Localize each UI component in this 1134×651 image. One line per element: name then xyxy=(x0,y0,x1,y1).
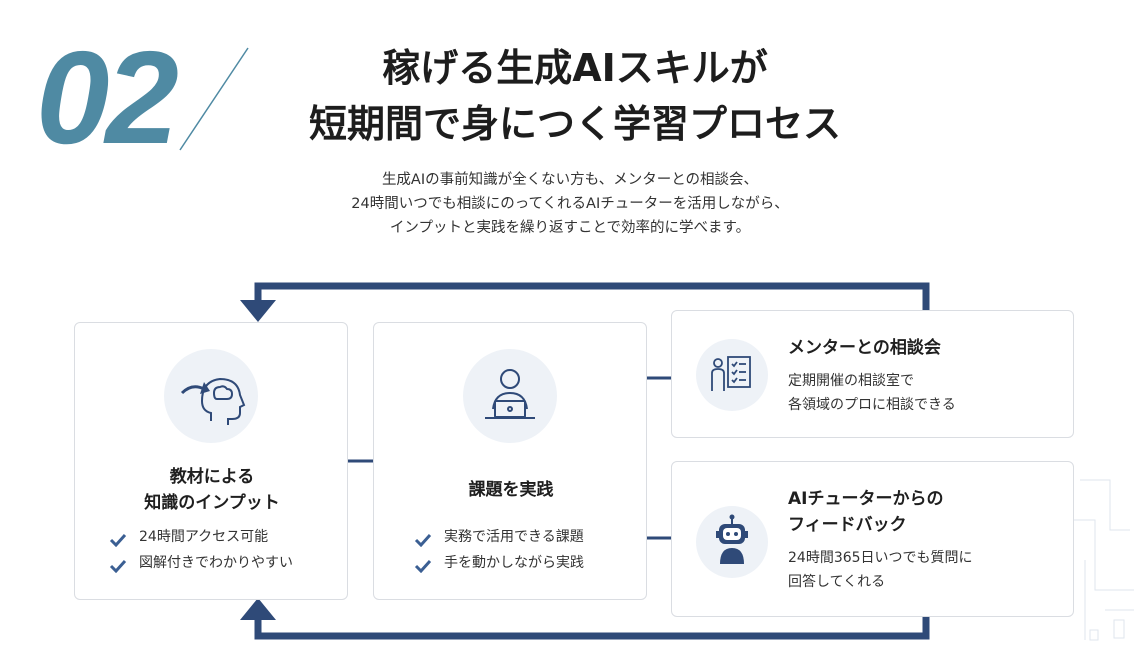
lead-text: 生成AIの事前知識が全くない方も、メンターとの相談会、 24時間いつでも相談にの… xyxy=(270,168,870,240)
card-input-title-line-1: 教材による xyxy=(169,467,255,487)
card-mentor-title: メンターとの相談会 xyxy=(788,338,941,358)
page-title: 稼げる生成AIスキルが 短期間で身につく学習プロセス xyxy=(200,40,950,152)
list-item: 実務で活用できる課題 xyxy=(414,524,584,550)
check-icon xyxy=(109,556,127,574)
card-input-checklist: 24時間アクセス可能 図解付きでわかりやすい xyxy=(109,524,293,576)
card-mentor-desc: 定期開催の相談室で 各領域のプロに相談できる xyxy=(788,369,956,417)
card-ai-tutor-desc: 24時間365日いつでも質問に 回答してくれる xyxy=(788,546,973,594)
check-icon xyxy=(414,556,432,574)
circuit-decoration xyxy=(1070,479,1134,641)
card-practice-title: 課題を実践 xyxy=(468,480,554,500)
card-ai-tutor-title-line-2: フィードバック xyxy=(788,515,907,535)
title-line-1: 稼げる生成AIスキルが xyxy=(382,46,768,90)
card-mentor-desc-line-2: 各領域のプロに相談できる xyxy=(788,397,956,413)
list-item: 手を動かしながら実践 xyxy=(414,550,584,576)
section-number: 02 xyxy=(36,24,179,171)
check-label: 手を動かしながら実践 xyxy=(444,555,584,571)
card-input-title-line-2: 知識のインプット xyxy=(144,493,280,513)
card-ai-tutor-title-line-1: AIチューターからの xyxy=(788,489,944,509)
card-ai-tutor: AIチューターからの フィードバック 24時間365日いつでも質問に 回答してく… xyxy=(671,461,1074,617)
check-icon xyxy=(414,530,432,548)
slash-divider xyxy=(179,47,249,151)
card-practice-checklist: 実務で活用できる課題 手を動かしながら実践 xyxy=(414,524,584,576)
card-input-title: 教材による 知識のインプット xyxy=(75,464,349,516)
card-ai-tutor-desc-line-1: 24時間365日いつでも質問に xyxy=(788,550,973,566)
check-label: 実務で活用できる課題 xyxy=(444,529,584,545)
list-item: 図解付きでわかりやすい xyxy=(109,550,293,576)
check-label: 図解付きでわかりやすい xyxy=(139,555,293,571)
robot-icon xyxy=(716,514,748,564)
card-input: 教材による 知識のインプット 24時間アクセス可能 図解付きでわかりやすい xyxy=(74,322,348,600)
lead-line-3: インプットと実践を繰り返すことで効率的に学べます。 xyxy=(389,220,751,236)
card-practice: 課題を実践 実務で活用できる課題 手を動かしながら実践 xyxy=(373,322,647,600)
check-label: 24時間アクセス可能 xyxy=(139,529,269,545)
lead-line-2: 24時間いつでも相談にのってくれるAIチューターを活用しながら、 xyxy=(351,196,789,212)
card-mentor: メンターとの相談会 定期開催の相談室で 各領域のプロに相談できる xyxy=(671,310,1074,438)
card-mentor-icon-circle xyxy=(696,339,768,411)
check-icon xyxy=(109,530,127,548)
card-ai-tutor-icon-circle xyxy=(696,506,768,578)
card-ai-tutor-title: AIチューターからの フィードバック xyxy=(788,486,943,538)
card-input-icon-circle xyxy=(164,349,258,443)
card-ai-tutor-desc-line-2: 回答してくれる xyxy=(788,574,886,590)
title-line-2: 短期間で身につく学習プロセス xyxy=(308,102,841,146)
list-item: 24時間アクセス可能 xyxy=(109,524,293,550)
lead-line-1: 生成AIの事前知識が全くない方も、メンターとの相談会、 xyxy=(381,172,759,188)
card-mentor-desc-line-1: 定期開催の相談室で xyxy=(788,373,914,389)
presentation-checklist-icon xyxy=(711,356,751,391)
card-practice-icon-circle xyxy=(463,349,557,443)
head-idea-icon xyxy=(180,377,246,425)
laptop-user-icon xyxy=(485,369,535,419)
